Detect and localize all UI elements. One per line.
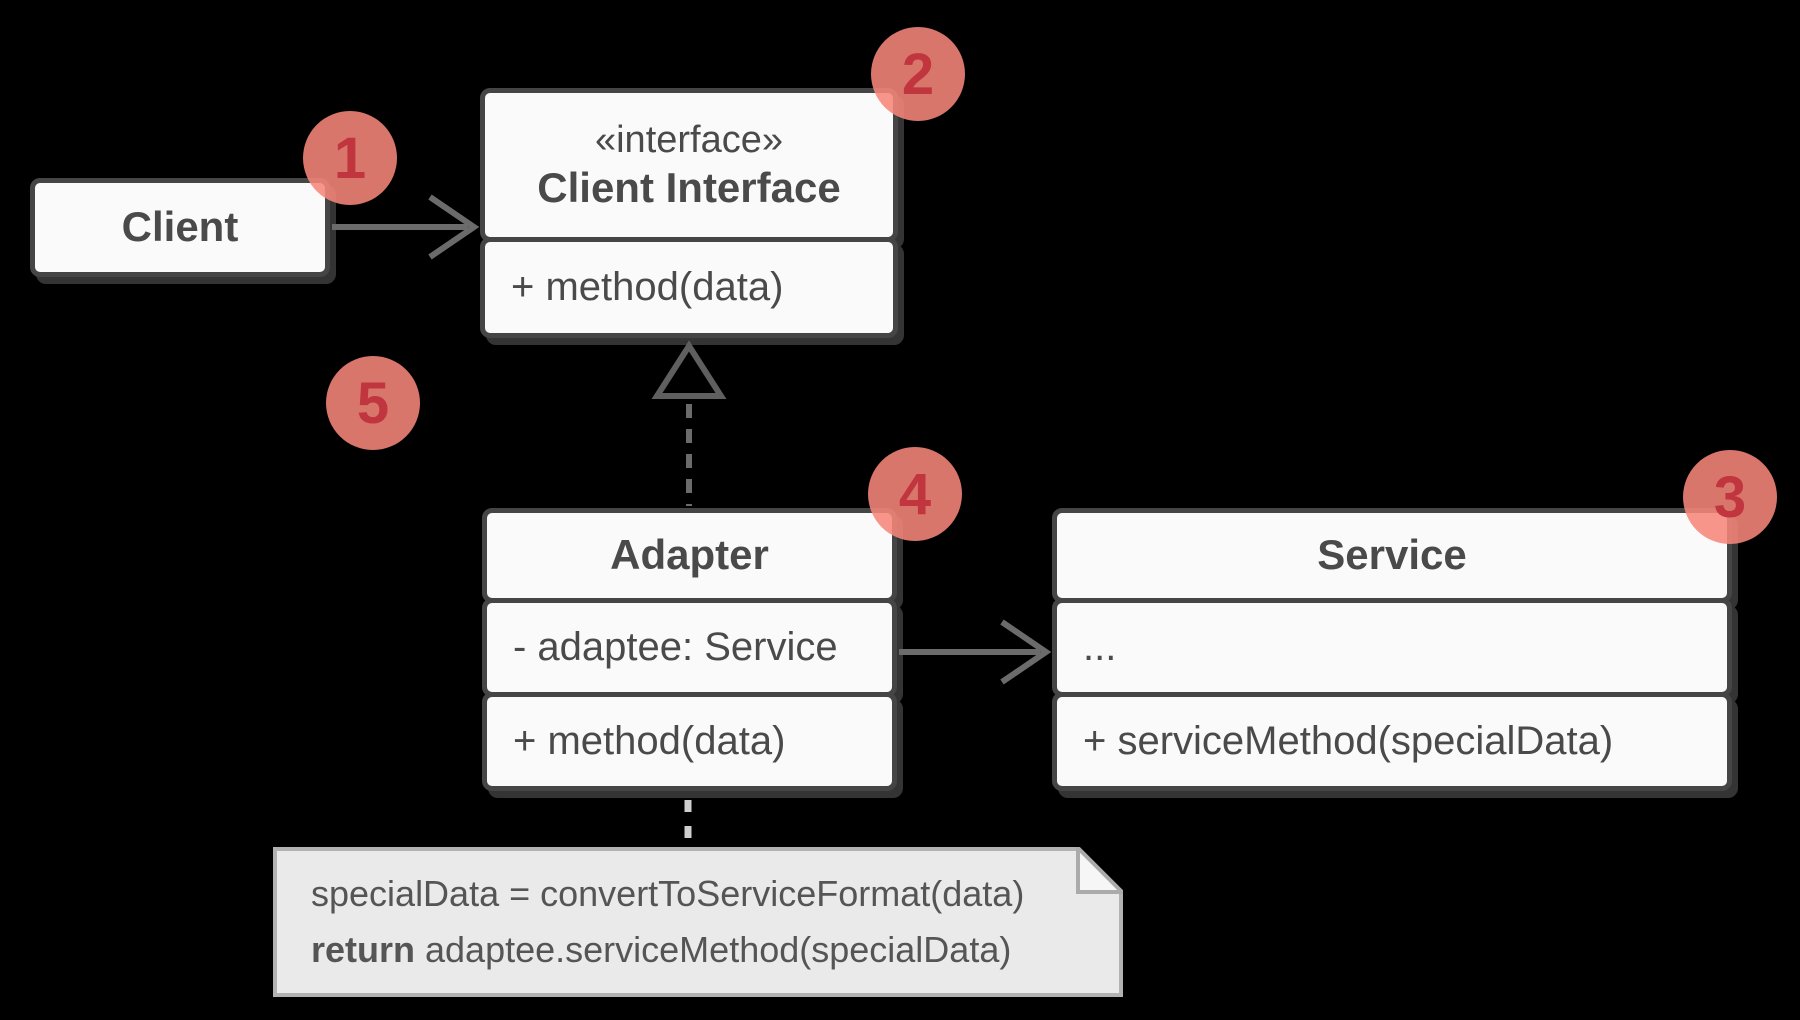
realization-arrow-adapter-to-interface [651,340,727,506]
class-name-adapter: Adapter [610,531,769,579]
method-row: + method(data) [513,719,786,763]
client-interface-title-compartment: «interface» Client Interface [480,88,898,242]
association-arrow-adapter-to-service [899,619,1052,685]
adapter-fields-compartment: - adaptee: Service [482,598,897,697]
field-row: - adaptee: Service [513,625,838,669]
service-methods-compartment: + serviceMethod(specialData) [1052,692,1732,791]
client-interface-methods-compartment: + method(data) [480,237,898,338]
class-name-client: Client [121,203,239,251]
class-box-client-interface: «interface» Client Interface + method(da… [480,88,898,338]
adapter-methods-compartment: + method(data) [482,692,897,791]
class-box-service: Service ... + serviceMethod(specialData) [1052,508,1732,791]
ellipsis-row: ... [1083,625,1117,669]
client-title-compartment: Client [30,178,330,277]
class-name-client-interface: Client Interface [537,163,841,211]
class-box-client: Client [30,178,330,277]
hollow-triangle-arrowhead-icon [651,340,727,399]
association-arrow-client-to-interface [332,194,480,260]
step-badge-1: 1 [303,111,397,205]
stereotype-interface: «interface» [594,119,783,162]
code-note: specialData = convertToServiceFormat(dat… [273,847,1123,997]
note-return-keyword: return [311,929,416,970]
note-line-2-rest: adaptee.serviceMethod(specialData) [415,929,1012,970]
class-name-service: Service [1317,531,1467,579]
note-corner-fold-icon [1076,847,1123,894]
step-badge-2: 2 [871,27,965,121]
step-badge-3: 3 [1683,450,1777,544]
class-box-adapter: Adapter - adaptee: Service + method(data… [482,508,897,791]
method-row: + method(data) [511,265,784,309]
adapter-title-compartment: Adapter [482,508,897,603]
step-badge-5: 5 [326,356,420,450]
step-badge-4: 4 [868,447,962,541]
note-line-2: return adaptee.serviceMethod(specialData… [311,922,1119,978]
note-line-1: specialData = convertToServiceFormat(dat… [311,873,1025,915]
method-row: + serviceMethod(specialData) [1083,719,1614,763]
